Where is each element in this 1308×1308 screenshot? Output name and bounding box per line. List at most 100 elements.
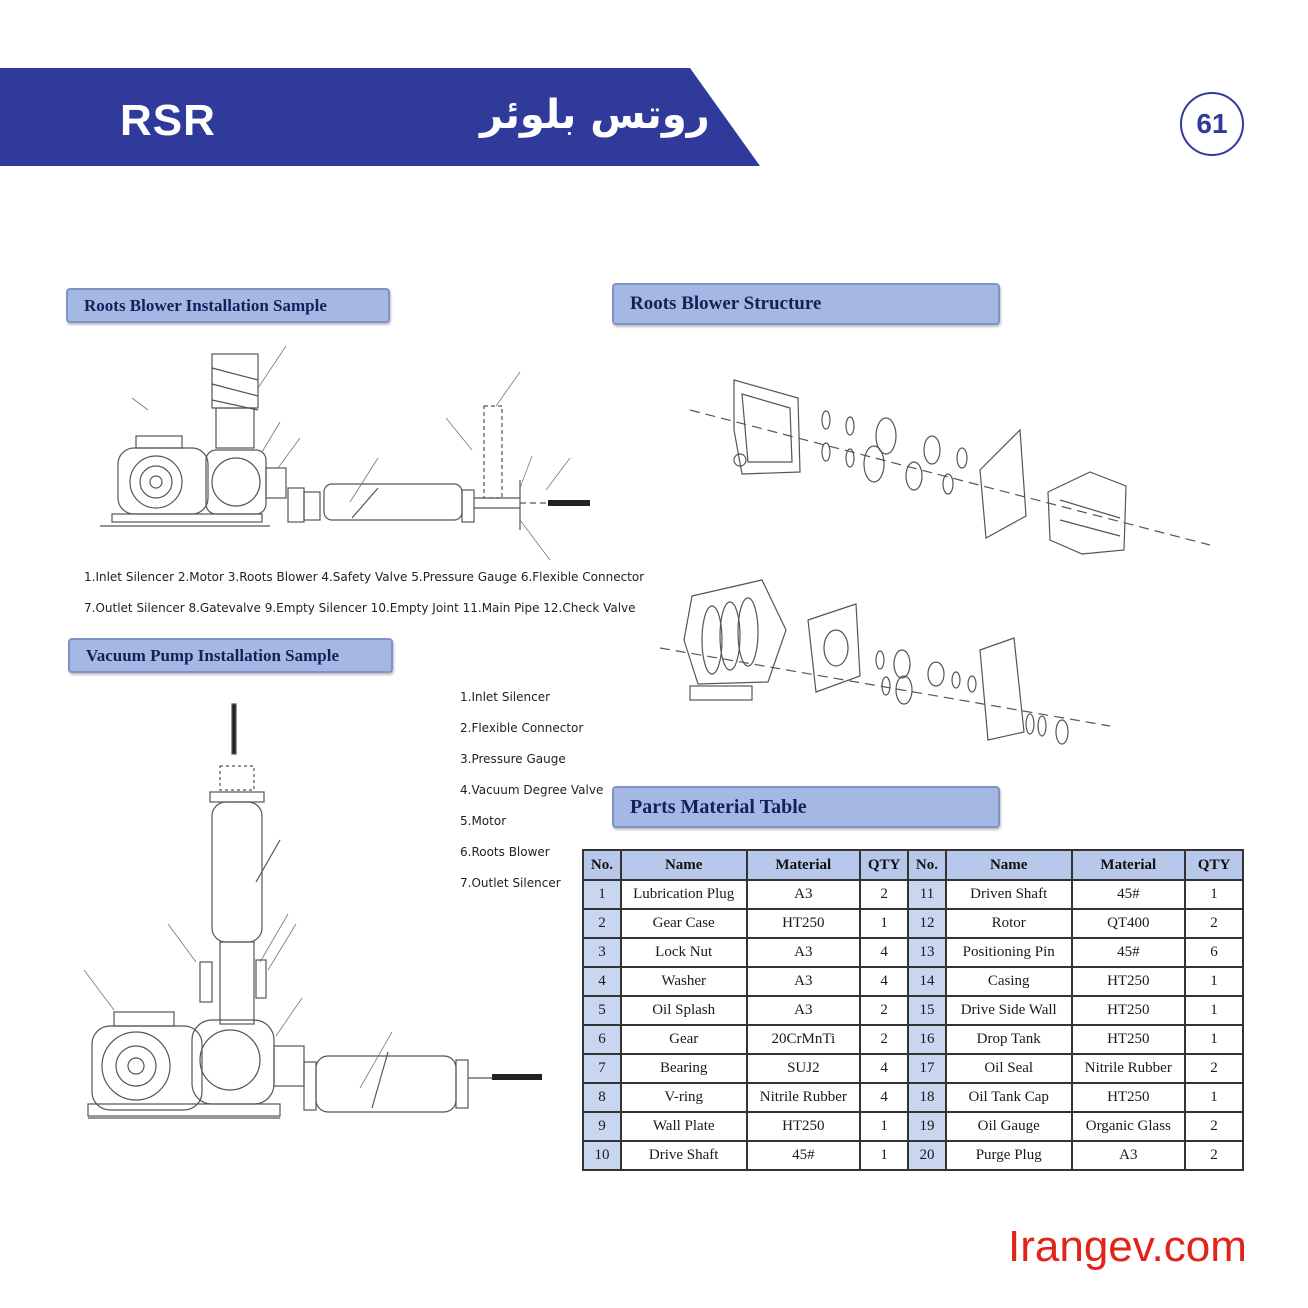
header-material: Material [1070,849,1187,881]
footer-website: Irangev.com [1008,1222,1247,1271]
table-cell: 45# [745,1140,862,1171]
table-cell: 45# [1070,879,1187,910]
table-cell: Nitrile Rubber [745,1082,862,1113]
table-cell: 1 [1184,1082,1244,1113]
section-title-parts-table: Parts Material Table [612,786,1000,828]
brand-logo-text: RSR [120,96,216,145]
table-header-row: No. Name Material QTY No. Name Material … [582,849,1244,881]
section-title-structure: Roots Blower Structure [612,283,1000,325]
table-cell: Gear [619,1024,748,1055]
list-item: 4.Vacuum Degree Valve [460,783,604,797]
table-cell: 18 [907,1082,947,1113]
section-title-vacuum-install: Vacuum Pump Installation Sample [68,638,393,673]
table-cell: 11 [907,879,947,910]
table-cell: 6 [1184,937,1244,968]
table-cell: HT250 [745,908,862,939]
list-item: 1.Inlet Silencer [460,690,551,704]
header-qty: QTY [1184,849,1244,881]
page-number: 61 [1180,92,1244,156]
table-cell: 17 [907,1053,947,1084]
table-cell: Purge Plug [944,1140,1073,1171]
table-cell: 1 [1184,879,1244,910]
table-cell: A3 [745,966,862,997]
list-item: 2.Flexible Connector [460,721,584,735]
table-cell: 4 [859,966,910,997]
table-cell: 1 [582,879,622,910]
page-title-persian: روتس بلوئر [480,92,710,138]
vacuum-pump-installation-drawing [83,703,542,1119]
table-cell: HT250 [745,1111,862,1142]
list-item: 7.Outlet Silencer [460,876,561,890]
section-title-roots-install: Roots Blower Installation Sample [66,288,390,323]
list-item: 3.Pressure Gauge [460,752,566,766]
vacuum-components-list: 1.Inlet Silencer 2.Flexible Connector 3.… [460,690,603,907]
table-cell: HT250 [1070,1082,1187,1113]
table-cell: 20CrMnTi [745,1024,862,1055]
table-cell: 13 [907,937,947,968]
list-item: 5.Motor [460,814,507,828]
table-cell: 2 [1184,1140,1244,1171]
table-cell: Drop Tank [944,1024,1073,1055]
table-cell: Oil Gauge [944,1111,1073,1142]
table-cell: 2 [1184,1111,1244,1142]
table-cell: Drive Side Wall [944,995,1073,1026]
table-cell: 1 [1184,1024,1244,1055]
table-cell: 9 [582,1111,622,1142]
roots-blower-installation-drawing [100,345,590,561]
table-cell: 19 [907,1111,947,1142]
table-cell: 2 [1184,1053,1244,1084]
table-cell: Wall Plate [619,1111,748,1142]
header-material: Material [745,849,862,881]
roots-install-caption-line2: 7.Outlet Silencer 8.Gatevalve 9.Empty Si… [84,601,636,615]
table-cell: 1 [859,908,910,939]
table-cell: 2 [1184,908,1244,939]
table-cell: HT250 [1070,966,1187,997]
table-cell: Washer [619,966,748,997]
table-cell: Rotor [944,908,1073,939]
table-cell: QT400 [1070,908,1187,939]
table-cell: 2 [859,995,910,1026]
table-cell: Oil Tank Cap [944,1082,1073,1113]
table-cell: 1 [1184,995,1244,1026]
table-cell: 45# [1070,937,1187,968]
table-cell: SUJ2 [745,1053,862,1084]
table-cell: 4 [859,1053,910,1084]
table-cell: 1 [1184,966,1244,997]
table-cell: Organic Glass [1070,1111,1187,1142]
table-cell: 8 [582,1082,622,1113]
table-cell: A3 [745,937,862,968]
header-no: No. [907,849,947,881]
table-cell: HT250 [1070,1024,1187,1055]
table-cell: Driven Shaft [944,879,1073,910]
table-cell: Lock Nut [619,937,748,968]
table-cell: 4 [859,937,910,968]
table-cell: Gear Case [619,908,748,939]
table-cell: 5 [582,995,622,1026]
table-cell: HT250 [1070,995,1187,1026]
table-cell: 4 [582,966,622,997]
header-name: Name [944,849,1073,881]
roots-blower-structure-exploded-view [659,379,1210,745]
table-cell: 1 [859,1111,910,1142]
table-cell: 2 [859,879,910,910]
header-name: Name [619,849,748,881]
table-cell: A3 [745,879,862,910]
list-item: 6.Roots Blower [460,845,550,859]
table-cell: 2 [859,1024,910,1055]
header-banner [0,68,760,166]
table-cell: Bearing [619,1053,748,1084]
table-cell: 12 [907,908,947,939]
table-cell: Oil Seal [944,1053,1073,1084]
table-cell: 6 [582,1024,622,1055]
table-cell: 1 [859,1140,910,1171]
header-no: No. [582,849,622,881]
table-cell: Oil Splash [619,995,748,1026]
